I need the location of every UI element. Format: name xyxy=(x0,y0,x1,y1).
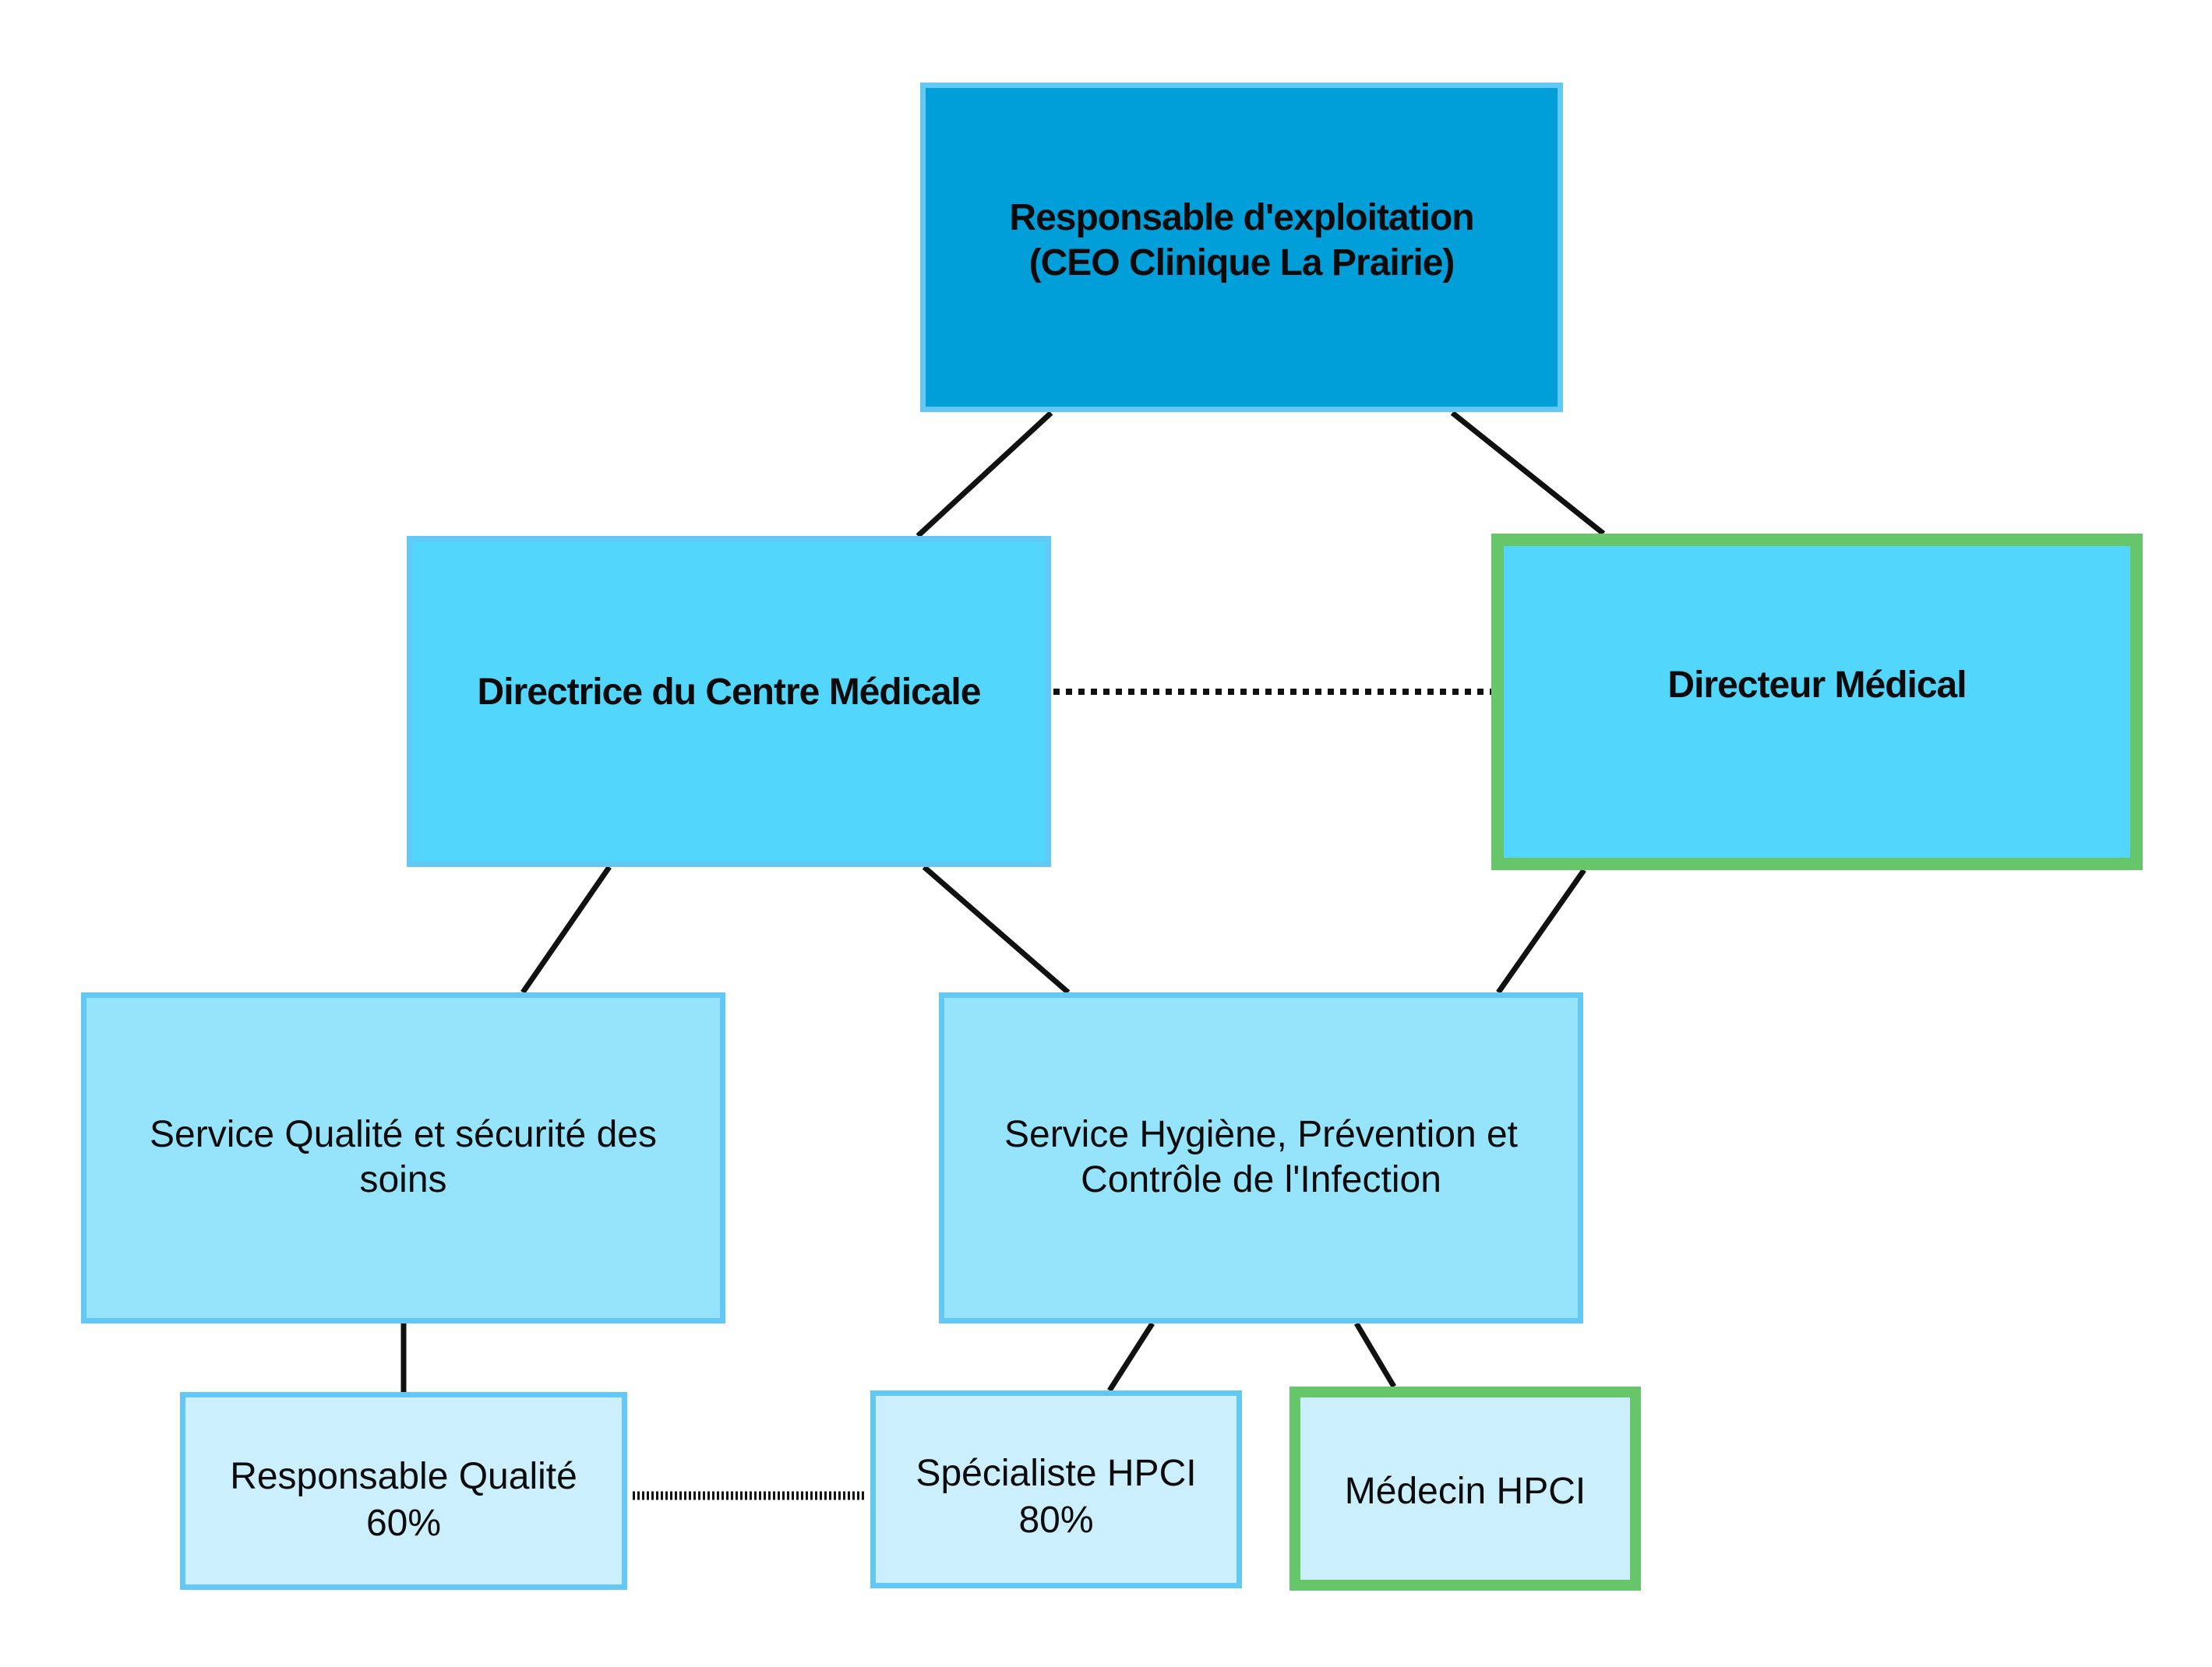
node-service-qualite-line-1: Service Qualité et sécurité des xyxy=(150,1114,657,1155)
node-service-hygiene-line-2: Contrôle de l'Infection xyxy=(1081,1159,1441,1200)
edge-svc-hygiene-specialiste xyxy=(1107,1322,1155,1392)
node-directrice: Directrice du Centre Médicale xyxy=(407,536,1051,867)
edge-ceo-directeur xyxy=(1450,411,1606,536)
edge-directrice-svc-hygiene xyxy=(922,865,1071,995)
edge-directeur-svc-hygiene xyxy=(1496,868,1586,995)
node-service-hygiene-line-1: Service Hygiène, Prévention et xyxy=(1004,1114,1518,1155)
node-responsable-qualite-line-1: Responsable Qualité xyxy=(230,1456,577,1497)
node-directeur-line-1: Directeur Médical xyxy=(1667,664,1967,706)
node-ceo-line-2: (CEO Clinique La Prairie) xyxy=(1028,242,1455,284)
edge-directrice-svc-qualite xyxy=(520,865,612,994)
node-directeur: Directeur Médical xyxy=(1491,534,2143,870)
edge-svc-hygiene-medecin xyxy=(1353,1322,1397,1388)
node-specialiste-hpci: Spécialiste HPCI 80% xyxy=(870,1390,1242,1588)
edge-ceo-directrice xyxy=(915,411,1053,538)
node-directrice-line-1: Directrice du Centre Médicale xyxy=(477,671,982,713)
node-medecin-hpci-line-1: Médecin HPCI xyxy=(1344,1471,1586,1512)
node-ceo: Responsable d'exploitation (CEO Clinique… xyxy=(920,83,1563,412)
node-responsable-qualite: Responsable Qualité 60% xyxy=(180,1392,627,1590)
node-service-hygiene: Service Hygiène, Prévention et Contrôle … xyxy=(939,992,1583,1323)
node-specialiste-hpci-line-2: 80% xyxy=(1018,1500,1094,1541)
node-specialiste-hpci-line-1: Spécialiste HPCI xyxy=(915,1453,1197,1494)
node-medecin-hpci: Médecin HPCI xyxy=(1289,1387,1641,1591)
node-service-qualite-line-2: soins xyxy=(359,1159,447,1200)
node-service-qualite: Service Qualité et sécurité des soins xyxy=(81,992,725,1323)
node-ceo-line-1: Responsable d'exploitation xyxy=(1009,197,1474,238)
node-responsable-qualite-line-2: 60% xyxy=(365,1503,442,1544)
